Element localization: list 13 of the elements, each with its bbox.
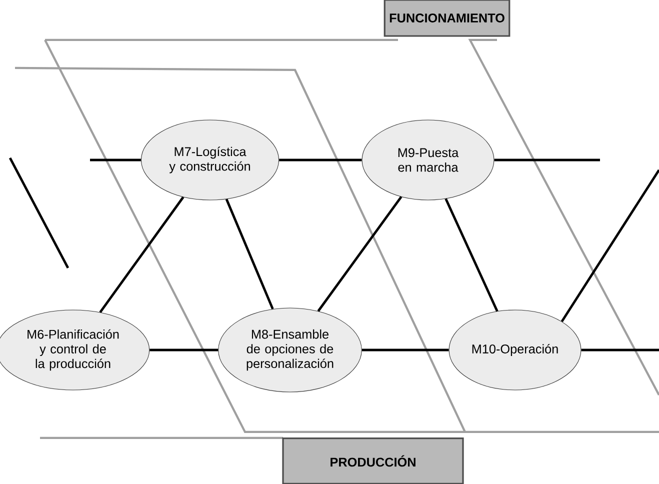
connector-line: [90, 158, 141, 162]
connector-line: [362, 348, 449, 352]
label-box: FUNCIONAMIENTO: [384, 0, 510, 37]
connector-line: [150, 348, 218, 352]
connector-line: [581, 348, 659, 352]
connector-line: [99, 196, 184, 314]
label-box: PRODUCCIÓN: [282, 438, 464, 484]
connector-line: [494, 158, 600, 162]
connector-line: [317, 196, 402, 312]
connector-line: [444, 198, 498, 312]
connector-line: [560, 169, 659, 322]
connector-line: [225, 198, 274, 310]
connector-line: [279, 158, 362, 162]
